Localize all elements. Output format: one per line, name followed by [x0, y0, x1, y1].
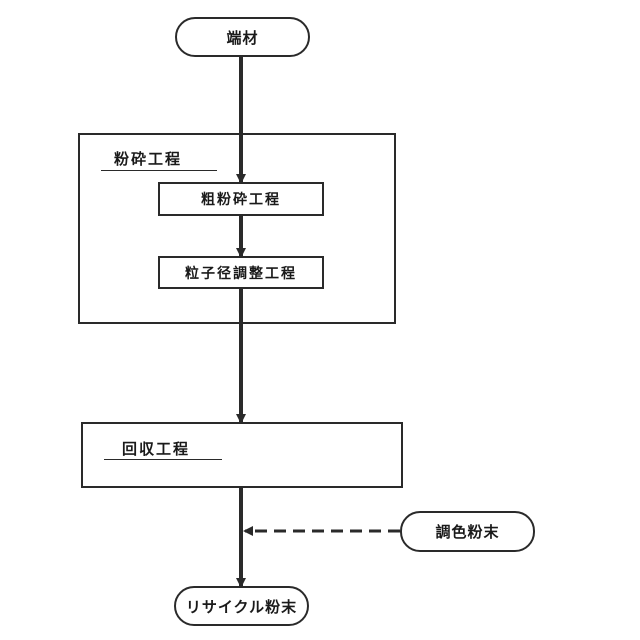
particle-size-adjustment-label: 粒子径調整工程	[185, 263, 297, 283]
additive-node-label: 調色粉末	[435, 521, 499, 542]
recovery-process-title: 回収工程	[122, 438, 190, 459]
grinding-process-title: 粉砕工程	[114, 148, 182, 169]
coarse-grinding-label: 粗粉砕工程	[201, 189, 281, 209]
particle-size-adjustment-step: 粒子径調整工程	[158, 256, 324, 289]
coarse-grinding-step: 粗粉砕工程	[158, 182, 324, 216]
recovery-title-underline	[104, 459, 222, 460]
additive-node-toning-powder: 調色粉末	[400, 511, 535, 552]
grinding-title-underline	[101, 170, 217, 171]
start-node-edge-material: 端材	[175, 17, 310, 57]
end-node-recycled-powder: リサイクル粉末	[174, 586, 309, 626]
start-node-label: 端材	[226, 27, 258, 48]
end-node-label: リサイクル粉末	[186, 596, 297, 617]
